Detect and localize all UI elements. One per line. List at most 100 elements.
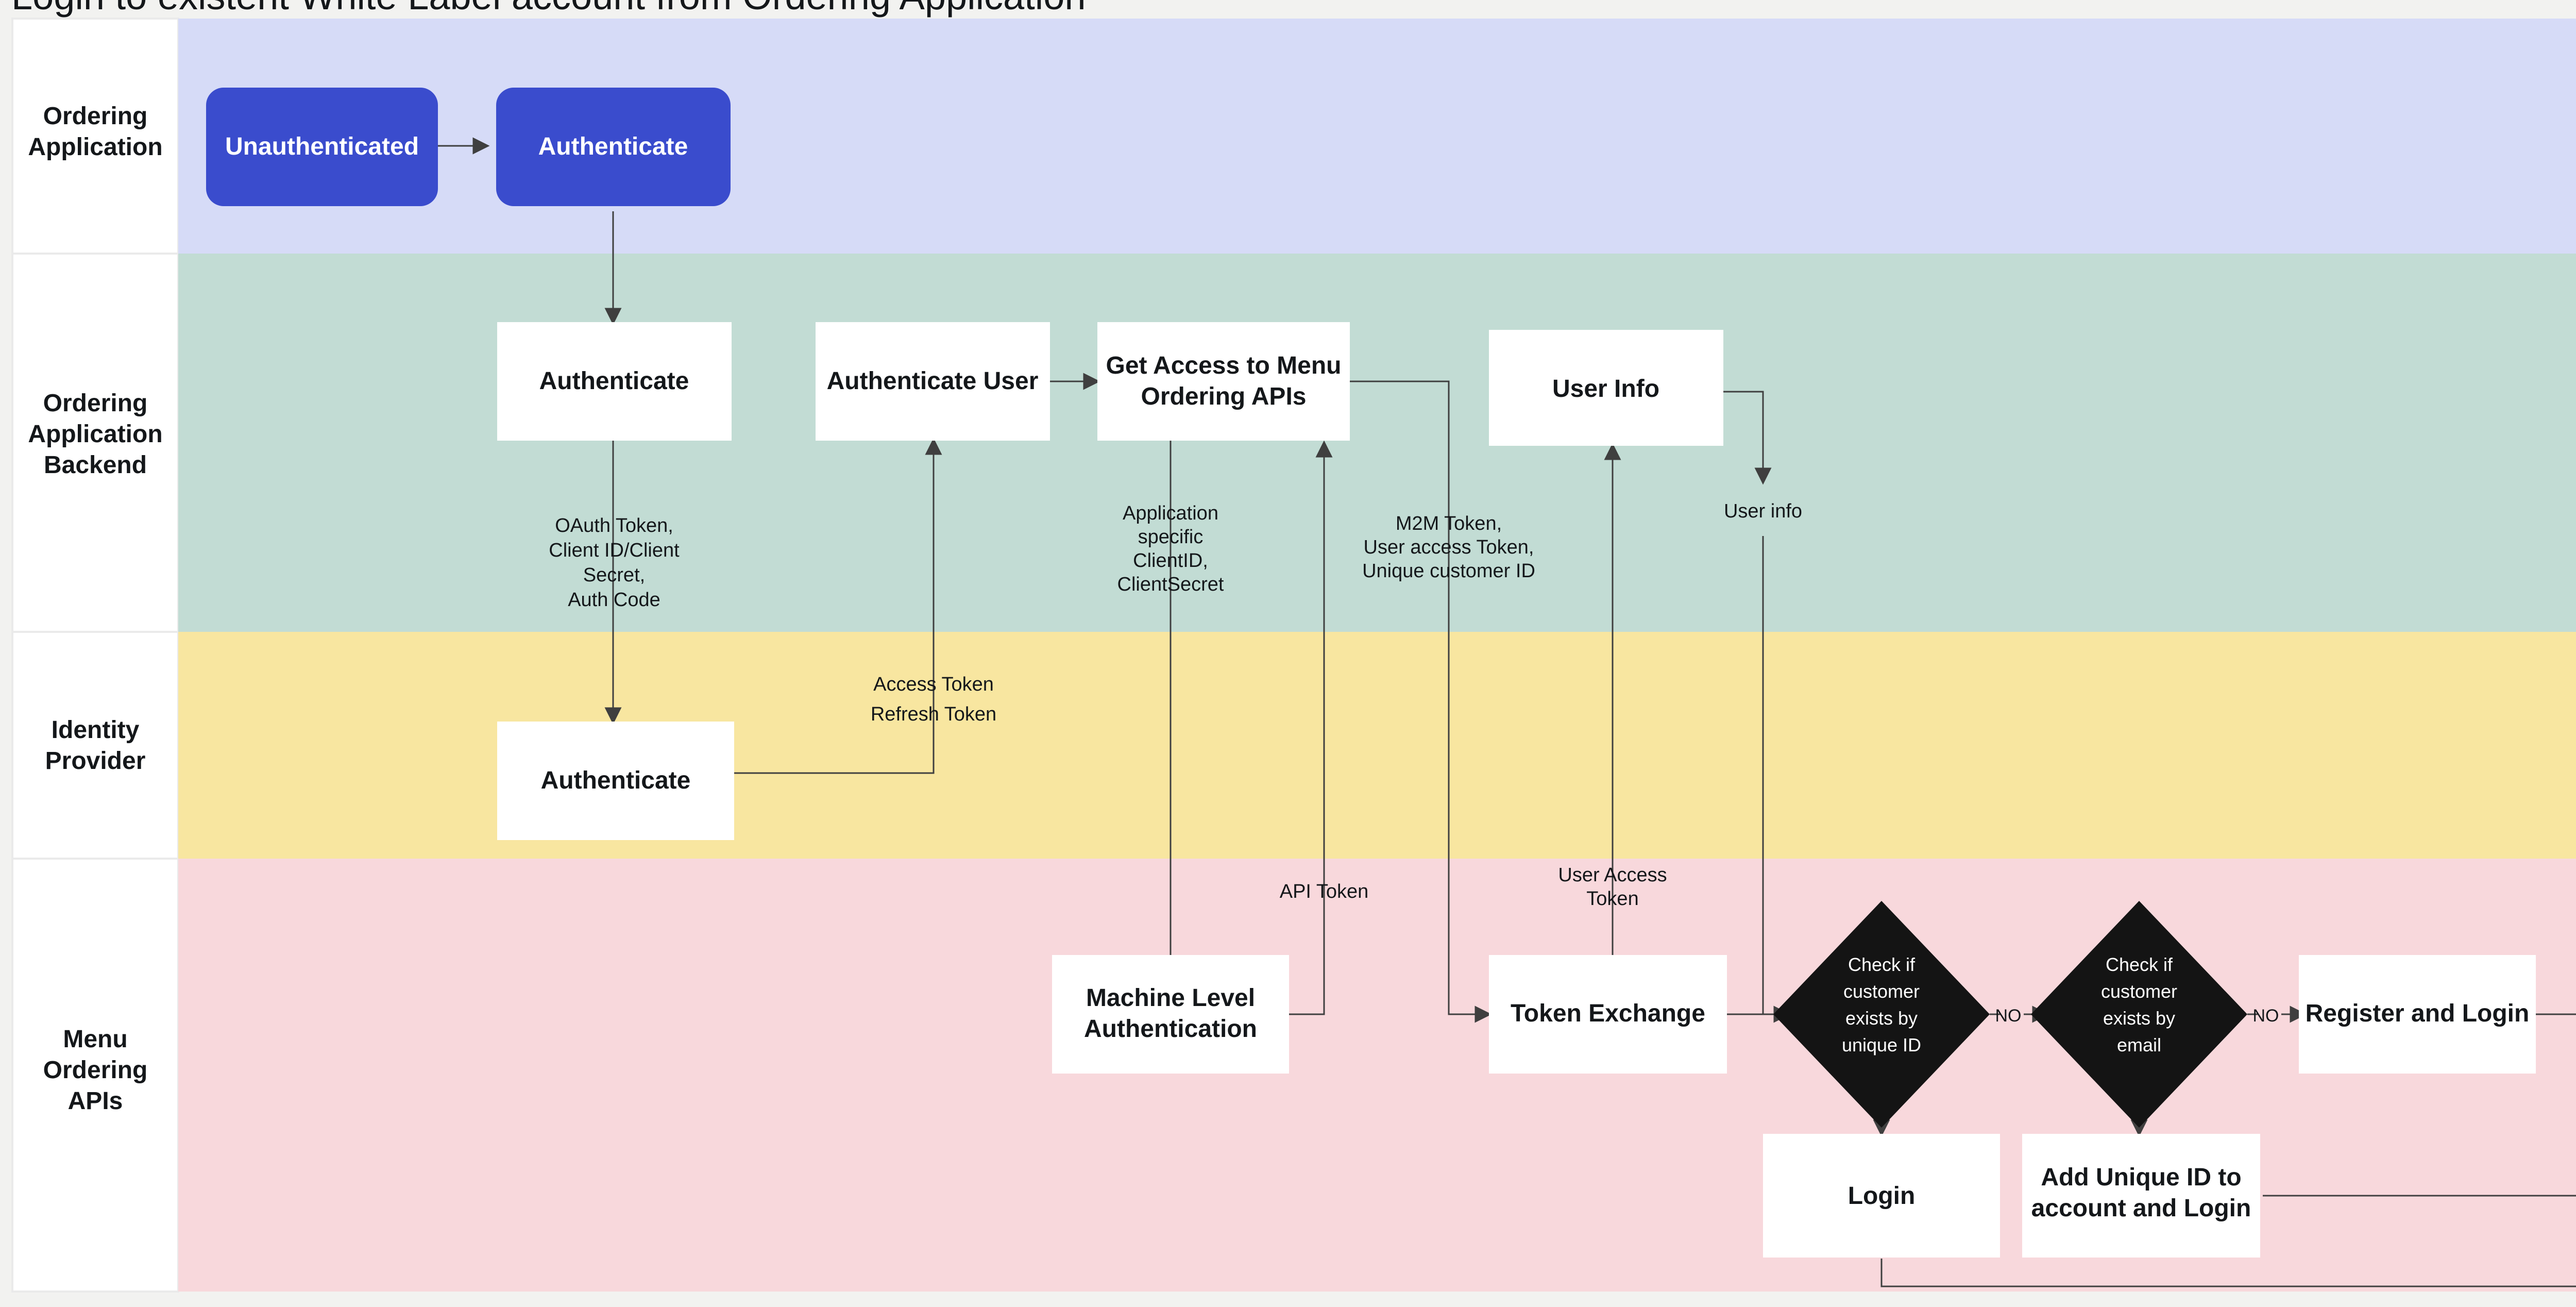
node-check-email-label-line: Check if: [2106, 954, 2173, 975]
node-add-unique-id-label-line: Add Unique ID to: [2041, 1164, 2241, 1191]
node-authenticate-user[interactable]: Authenticate User: [816, 322, 1050, 441]
edge-label-oauth-token: OAuth Token, Client ID/Client Secret, Au…: [549, 515, 680, 611]
lane-label-line: Identity: [52, 716, 140, 744]
node-add-unique-id-shape[interactable]: [2022, 1134, 2260, 1258]
lane-label-line: Ordering: [43, 1057, 148, 1084]
edge-label-line: Client ID/Client: [549, 540, 680, 561]
node-check-customer-by-unique-id[interactable]: Check if customer exists by unique ID: [1773, 901, 1990, 1128]
edge-label-line: OAuth Token,: [555, 515, 673, 537]
node-check-unique-id-label-line: exists by: [1845, 1008, 1918, 1029]
edge-label-line: NO: [2253, 1006, 2279, 1026]
node-authenticate-backend[interactable]: Authenticate: [497, 322, 732, 441]
node-get-access-to-menu-ordering-apis[interactable]: Get Access to Menu Ordering APIs: [1097, 322, 1350, 441]
node-authenticate-idp[interactable]: Authenticate: [497, 722, 734, 840]
edge-label-line: ClientSecret: [1117, 574, 1224, 595]
node-get-access-label-line: Get Access to Menu: [1106, 352, 1341, 379]
node-unauthenticated[interactable]: Unauthenticated: [206, 88, 438, 206]
node-add-unique-id-label-line: account and Login: [2031, 1195, 2251, 1222]
edge-label-no-2: NO: [2253, 1006, 2279, 1026]
node-unauthenticated-shape[interactable]: [206, 88, 438, 206]
lane-label-line: APIs: [68, 1087, 123, 1115]
edge-label-line: ClientID,: [1133, 550, 1208, 572]
lane-label-line: Application: [28, 133, 162, 161]
node-add-unique-id-to-account-and-login[interactable]: Add Unique ID to account and Login: [2022, 1134, 2260, 1258]
lane-header-ordering-application-backend: [11, 253, 179, 633]
node-register-and-login[interactable]: Register and Login: [2299, 955, 2536, 1074]
node-authenticate-app-shape[interactable]: [496, 88, 731, 206]
lane-label-line: Backend: [44, 451, 147, 479]
node-user-info-label: User Info: [1552, 375, 1659, 403]
node-authenticate-idp-shape[interactable]: [497, 722, 734, 840]
node-machine-level-auth-label-line: Authentication: [1084, 1015, 1257, 1043]
node-check-unique-id-label-line: unique ID: [1842, 1034, 1921, 1055]
edge-get-access-right-seg: [1350, 380, 1450, 897]
edge-user-info-right: [1723, 391, 1772, 485]
node-user-info-shape[interactable]: [1489, 330, 1723, 446]
edge-label-api-token: API Token: [1280, 881, 1369, 902]
page-title: Login to existent White Label account fr…: [11, 0, 1086, 18]
node-machine-level-authentication[interactable]: Machine Level Authentication: [1052, 955, 1289, 1074]
node-check-email-shape[interactable]: [2031, 901, 2247, 1128]
lane-header-ordering-application: [11, 18, 179, 255]
node-check-email-label-line: customer: [2101, 981, 2177, 1002]
edge-label-line: User access Token,: [1364, 537, 1534, 558]
edge-login-to-send-menu-token: [1880, 1259, 2576, 1287]
lane-label-line: Application: [28, 421, 162, 448]
lane-header-menu-ordering-apis: [11, 858, 179, 1293]
node-check-unique-id-label-line: Check if: [1848, 954, 1916, 975]
node-authenticate-user-label: Authenticate User: [827, 367, 1039, 395]
edge-label-line: Application: [1123, 502, 1218, 524]
node-register-and-login-shape[interactable]: [2299, 955, 2536, 1074]
edge-label-line: Access Token: [873, 674, 994, 695]
lane-label-identity-provider: Identity Provider: [45, 716, 146, 775]
edge-label-line: specific: [1138, 526, 1204, 548]
lane-label-line: Ordering: [43, 103, 148, 130]
node-user-info[interactable]: User Info: [1489, 330, 1723, 446]
edge-label-line: API Token: [1280, 881, 1369, 902]
edge-label-line: Auth Code: [568, 589, 660, 611]
node-authenticate-idp-label: Authenticate: [541, 767, 691, 794]
edge-label-line: Token: [1586, 888, 1638, 910]
node-check-customer-by-email[interactable]: Check if customer exists by email: [2031, 901, 2247, 1128]
node-get-access-shape[interactable]: [1097, 322, 1350, 441]
node-machine-level-auth-shape[interactable]: [1052, 955, 1289, 1074]
node-authenticate-app-label: Authenticate: [538, 133, 688, 160]
edge-label-application-specific-clientid: Application specific ClientID, ClientSec…: [1117, 502, 1224, 595]
lane-body-ordering-application-backend: [178, 254, 2576, 632]
node-check-unique-id-label-line: customer: [1843, 981, 1920, 1002]
node-check-unique-id-shape[interactable]: [1773, 901, 1990, 1128]
lane-label-line: Menu: [63, 1026, 127, 1053]
lane-label-line: Ordering: [43, 390, 148, 417]
edge-label-access-refresh-token: Access Token Refresh Token: [871, 674, 996, 725]
node-get-access-label-line: Ordering APIs: [1141, 383, 1307, 410]
edge-label-m2m-token: M2M Token, User access Token, Unique cus…: [1362, 513, 1535, 582]
edge-label-no-1: NO: [1995, 1006, 2022, 1026]
edge-label-line: Unique customer ID: [1362, 560, 1535, 582]
node-login-shape[interactable]: [1763, 1134, 2000, 1258]
edge-label-line: Refresh Token: [871, 703, 996, 725]
node-register-and-login-label: Register and Login: [2306, 1000, 2530, 1027]
edge-label-line: Secret,: [583, 564, 645, 586]
node-authenticate-backend-label: Authenticate: [539, 367, 689, 395]
node-check-email-label-line: email: [2117, 1034, 2161, 1055]
lane-label-line: Provider: [45, 747, 146, 775]
lane-label-menu-ordering-apis: Menu Ordering APIs: [43, 1026, 148, 1115]
node-token-exchange-shape[interactable]: [1489, 955, 1727, 1074]
node-token-exchange-label: Token Exchange: [1511, 1000, 1705, 1027]
node-authenticate-app[interactable]: Authenticate: [496, 88, 731, 206]
node-token-exchange[interactable]: Token Exchange: [1489, 955, 1727, 1074]
lane-label-ordering-application: Ordering Application: [28, 103, 162, 161]
edge-get-access-to-token-exchange: [1448, 897, 1492, 1023]
node-check-email-label-line: exists by: [2103, 1008, 2175, 1029]
node-authenticate-backend-shape[interactable]: [497, 322, 732, 441]
node-login[interactable]: Login: [1763, 1134, 2000, 1258]
edge-idp-to-authenticate-user-seg: [734, 665, 935, 774]
edge-label-line: User info: [1724, 500, 1802, 522]
edge-label-user-info: User info: [1724, 500, 1802, 522]
lane-label-ordering-application-backend: Ordering Application Backend: [28, 390, 162, 479]
edge-label-line: NO: [1995, 1006, 2022, 1026]
node-authenticate-user-shape[interactable]: [816, 322, 1050, 441]
lane-header-identity-provider: [11, 631, 179, 860]
